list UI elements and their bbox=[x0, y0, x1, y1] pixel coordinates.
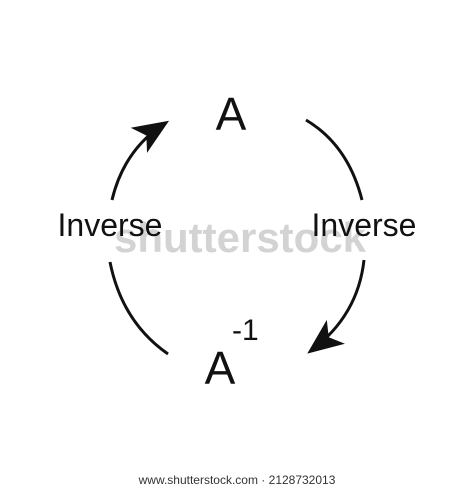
footer-credit: www.shutterstock.com · 2128732013 bbox=[0, 472, 474, 489]
top-node-label: A bbox=[216, 88, 247, 140]
bottom-node-label: A bbox=[205, 342, 236, 394]
right-inverse-label: Inverse bbox=[312, 207, 417, 243]
left-inverse-label: Inverse bbox=[58, 207, 163, 243]
watermark-text: shutterstock bbox=[114, 214, 367, 261]
arc-top-left-arrow bbox=[110, 120, 170, 201]
arc-top-right bbox=[305, 118, 364, 201]
arc-bottom-right-arrow bbox=[307, 259, 366, 354]
arc-bottom-left bbox=[108, 261, 169, 356]
bottom-node-superscript: -1 bbox=[232, 314, 259, 347]
